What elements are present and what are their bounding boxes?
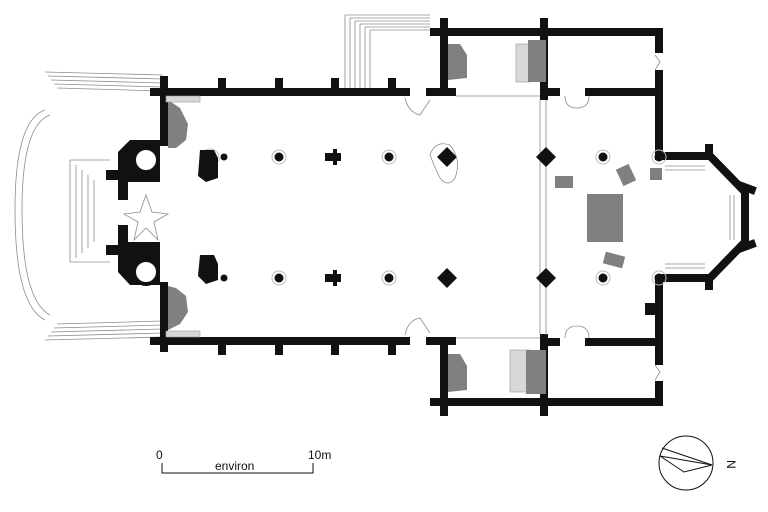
apse — [660, 144, 757, 290]
north-arrow: N — [658, 435, 738, 491]
stairs-and-doors — [404, 54, 661, 381]
nave-walls — [150, 76, 456, 355]
west-facade — [106, 140, 170, 286]
north-side-steps — [344, 14, 430, 92]
furnishings — [165, 40, 662, 394]
north-transept-walls — [430, 18, 663, 160]
scale-end-label: 10m — [308, 448, 331, 462]
scale-start-label: 0 — [156, 448, 163, 462]
nave-piers — [198, 147, 667, 288]
south-transept-walls — [430, 275, 663, 416]
crossing-outline — [456, 95, 547, 339]
west-front-steps — [14, 71, 164, 341]
north-arrow-label: N — [724, 460, 738, 469]
scale-bar: 0 10m environ — [156, 448, 331, 474]
scale-caption: environ — [215, 459, 254, 473]
